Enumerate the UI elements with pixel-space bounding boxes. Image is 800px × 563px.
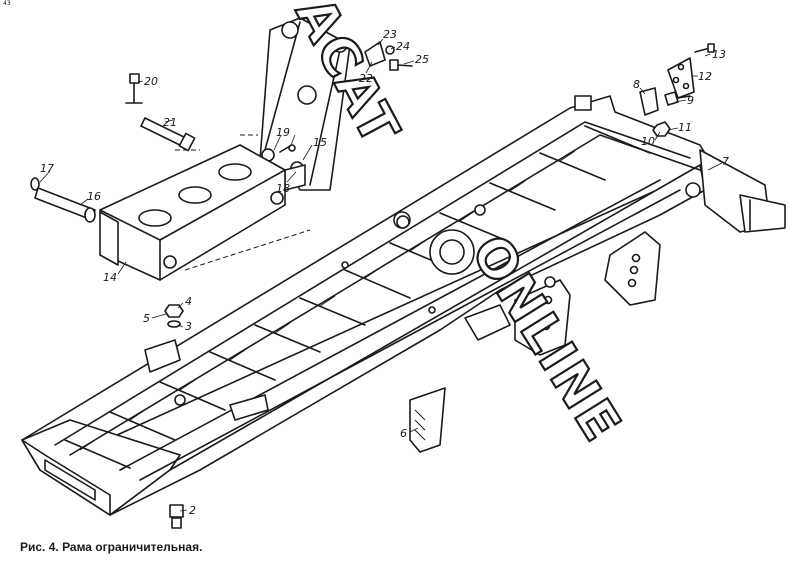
callout-2: 2 (189, 504, 196, 517)
callout-5: 5 (143, 312, 150, 325)
callout-22: 22 (359, 72, 373, 85)
callout-7: 7 (722, 155, 729, 168)
figure-caption: Рис. 4. Рама ограничительная. (20, 540, 203, 554)
callout-17: 17 (40, 162, 54, 175)
callout-20: 20 (144, 75, 158, 88)
callout-15: 15 (313, 136, 327, 149)
callout-4: 4 (185, 295, 192, 308)
callout-6: 6 (400, 427, 407, 440)
loose-parts (30, 41, 715, 529)
callout-9: 9 (687, 94, 694, 107)
callout-3: 3 (185, 320, 192, 333)
box-beam (99, 144, 286, 281)
callout-19: 19 (276, 126, 290, 139)
callout-23: 23 (383, 28, 397, 41)
callout-25: 25 (415, 53, 429, 66)
callout-12: 12 (698, 70, 712, 83)
callout-16: 16 (87, 190, 101, 203)
callout-13: 13 (712, 48, 726, 61)
leader-lines (39, 38, 723, 512)
callout-24: 24 (396, 40, 410, 53)
main-frame (21, 95, 786, 516)
callout-18: 18 (276, 182, 290, 195)
corner-page-mark: 43 (3, 0, 11, 7)
callout-labels: 2 3 4 5 6 7 8 9 10 11 12 13 14 15 16 17 … (40, 28, 729, 517)
callout-21: 21 (163, 116, 177, 129)
callout-11: 11 (678, 121, 692, 134)
callout-8: 8 (633, 78, 640, 91)
lift-arm (259, 17, 351, 191)
callout-14: 14 (103, 271, 117, 284)
callout-10: 10 (641, 135, 655, 148)
